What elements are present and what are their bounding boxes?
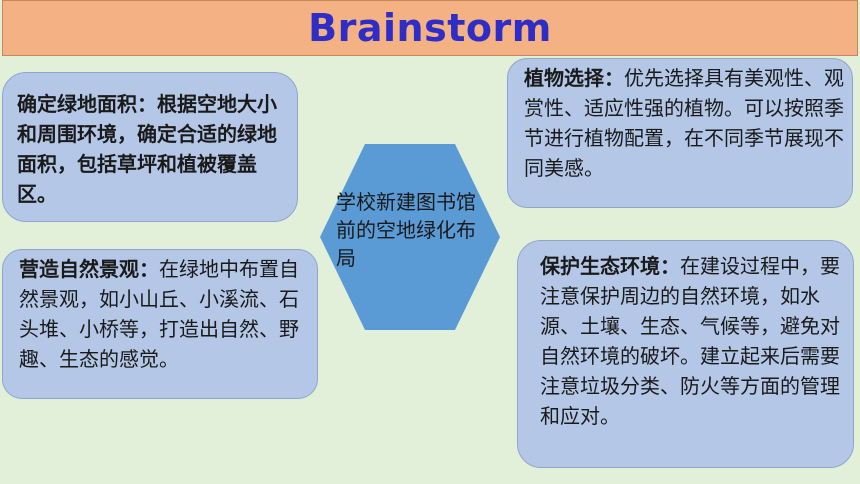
box-plant-selection-heading: 植物选择： — [524, 66, 624, 90]
box-natural-landscape: 营造自然景观：在绿地中布置自然景观，如小山丘、小溪流、石头堆、小桥等，打造出自然… — [2, 249, 318, 399]
box-plant-selection: 植物选择：优先选择具有美观性、观赏性、适应性强的植物。可以按照季节进行植物配置，… — [507, 58, 853, 208]
box-natural-landscape-heading: 营造自然景观： — [19, 257, 159, 281]
box-green-area: 确定绿地面积：根据空地大小和周围环境，确定合适的绿地面积，包括草坪和植被覆盖区。 — [2, 72, 298, 222]
box-natural-landscape-text: 在绿地中布置自然景观，如小山丘、小溪流、石头堆、小桥等，打造出自然、野趣、生态的… — [19, 257, 299, 371]
box-plant-selection-text: 优先选择具有美观性、观赏性、适应性强的植物。可以按照季节进行植物配置，在不同季节… — [524, 66, 844, 180]
center-topic-text: 学校新建图书馆前的空地绿化布局 — [336, 190, 476, 270]
center-hexagon — [320, 144, 500, 330]
slide-title: Brainstorm — [308, 6, 552, 50]
box-ecology-protection-text: 在建设过程中，要注意保护周边的自然环境，如水源、土壤、生态、气候等，避免对自然环… — [540, 254, 840, 428]
box-green-area-text: 确定绿地面积：根据空地大小和周围环境，确定合适的绿地面积，包括草坪和植被覆盖区。 — [17, 92, 277, 206]
box-ecology-protection-heading: 保护生态环境： — [540, 254, 680, 278]
box-ecology-protection: 保护生态环境：在建设过程中，要注意保护周边的自然环境，如水源、土壤、生态、气候等… — [517, 240, 854, 468]
title-bar: Brainstorm — [2, 0, 858, 56]
